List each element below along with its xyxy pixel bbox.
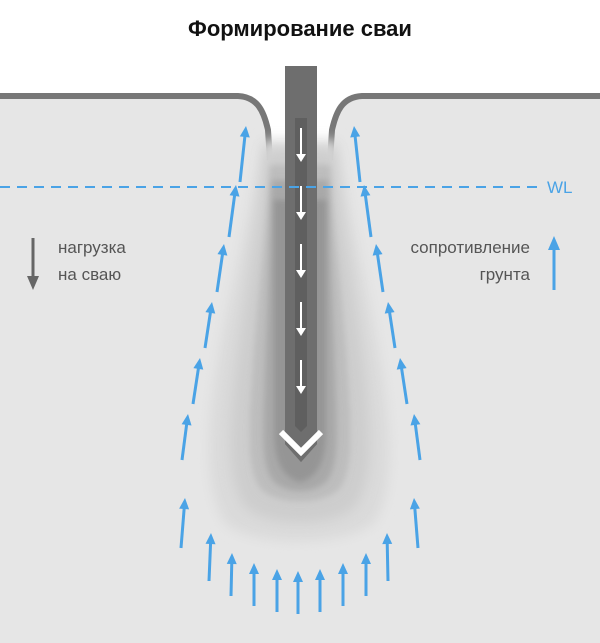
arrow-up-icon: [205, 533, 216, 582]
arrow-up-icon: [548, 236, 560, 290]
load-label-line1: нагрузка: [58, 238, 126, 257]
resistance-legend: сопротивление грунта: [410, 236, 560, 290]
arrow-up-icon: [272, 569, 282, 612]
arrow-up-icon: [409, 498, 420, 549]
pile-load-arrows: [296, 128, 306, 394]
arrow-up-icon: [226, 553, 237, 597]
arrow-up-icon: [410, 414, 422, 461]
arrow-up-icon: [396, 358, 409, 405]
load-label-line2: на сваю: [58, 265, 121, 284]
pile-tip-outline: [278, 429, 324, 457]
arrow-up-icon: [361, 553, 371, 596]
diagram-title: Формирование сваи: [188, 16, 412, 41]
arrow-up-icon: [249, 563, 259, 606]
arrow-down-icon: [296, 186, 306, 220]
arrow-up-icon: [191, 358, 204, 405]
arrow-down-icon: [27, 238, 39, 290]
arrow-up-icon: [227, 185, 240, 238]
arrow-up-icon: [180, 414, 192, 461]
arrow-up-icon: [372, 244, 385, 293]
resistance-label-line2: грунта: [480, 265, 531, 284]
arrow-up-icon: [215, 244, 228, 293]
arrow-down-icon: [296, 244, 306, 278]
arrow-up-icon: [384, 302, 397, 349]
arrow-down-icon: [296, 360, 306, 394]
arrow-up-icon: [350, 126, 362, 183]
ground-surface-line: [0, 93, 600, 161]
arrow-up-icon: [203, 302, 216, 349]
soil-resistance-arrows: [179, 126, 422, 614]
arrow-up-icon: [360, 185, 373, 238]
arrow-down-icon: [296, 128, 306, 162]
arrow-up-icon: [315, 569, 325, 612]
resistance-label-line1: сопротивление: [410, 238, 530, 257]
arrow-up-icon: [382, 533, 393, 582]
arrow-down-icon: [296, 302, 306, 336]
arrow-up-icon: [338, 563, 348, 606]
arrow-up-icon: [293, 571, 303, 614]
pile-inner-chevron: [285, 436, 317, 462]
arrow-up-icon: [238, 126, 250, 183]
water-level-label: WL: [547, 178, 573, 197]
load-legend: нагрузка на сваю: [27, 238, 126, 290]
arrow-up-icon: [179, 498, 190, 549]
